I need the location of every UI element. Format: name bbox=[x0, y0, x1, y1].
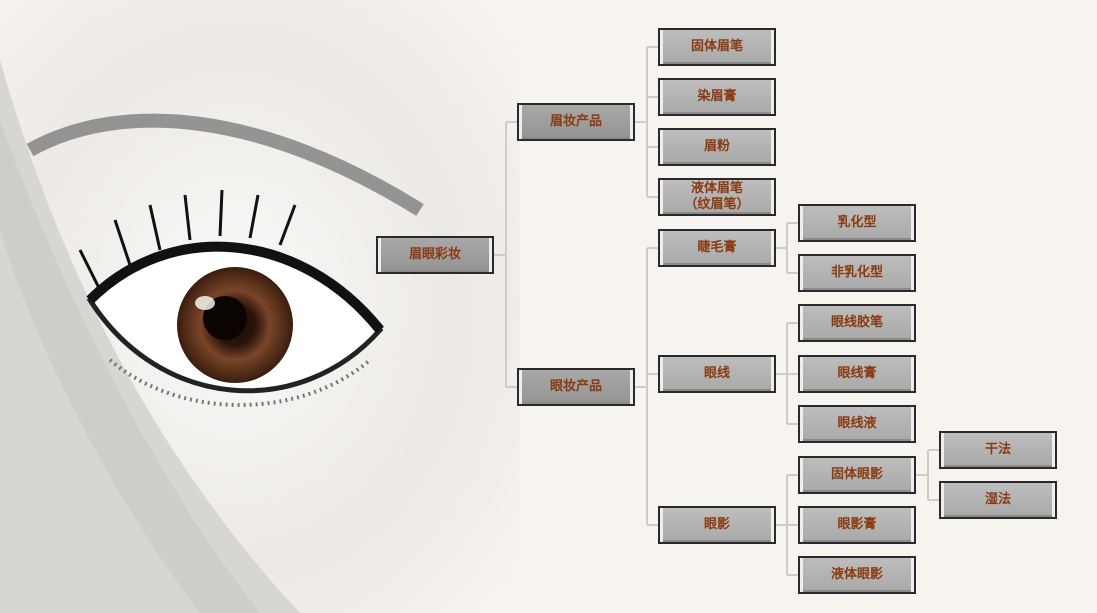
node-mascara[interactable]: 睫毛膏 bbox=[658, 229, 776, 267]
node-liquid-liner[interactable]: 眼线液 bbox=[798, 405, 916, 443]
node-solid-eyeshadow[interactable]: 固体眼影 bbox=[798, 456, 916, 494]
node-liquid-brow-pen[interactable]: 液体眉笔 （纹眉笔） bbox=[658, 178, 776, 216]
node-eyeliner[interactable]: 眼线 bbox=[658, 355, 776, 393]
node-cream-eyeshadow[interactable]: 眼影膏 bbox=[798, 506, 916, 544]
node-solid-brow-pencil[interactable]: 固体眉笔 bbox=[658, 28, 776, 66]
node-liner-cream[interactable]: 眼线膏 bbox=[798, 355, 916, 393]
node-emulsion-type[interactable]: 乳化型 bbox=[798, 204, 916, 242]
node-eyeshadow[interactable]: 眼影 bbox=[658, 506, 776, 544]
node-brow-dye[interactable]: 染眉膏 bbox=[658, 78, 776, 116]
eye-photo bbox=[0, 0, 520, 613]
node-eye-products[interactable]: 眼妆产品 bbox=[517, 368, 635, 406]
node-root[interactable]: 眉眼彩妆 bbox=[376, 236, 494, 274]
node-wet-method[interactable]: 湿法 bbox=[939, 481, 1057, 519]
node-brow-products[interactable]: 眉妆产品 bbox=[517, 103, 635, 141]
node-gel-liner-pencil[interactable]: 眼线胶笔 bbox=[798, 304, 916, 342]
node-liquid-eyeshadow[interactable]: 液体眼影 bbox=[798, 556, 916, 594]
node-brow-powder[interactable]: 眉粉 bbox=[658, 128, 776, 166]
node-non-emulsion-type[interactable]: 非乳化型 bbox=[798, 254, 916, 292]
node-dry-method[interactable]: 干法 bbox=[939, 431, 1057, 469]
